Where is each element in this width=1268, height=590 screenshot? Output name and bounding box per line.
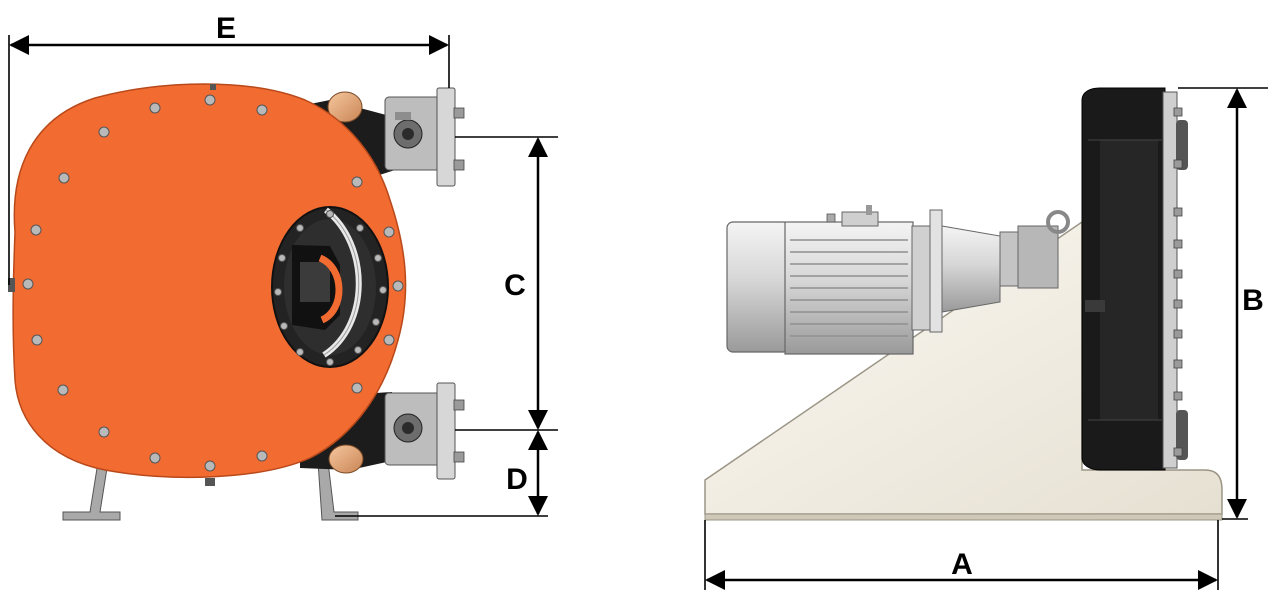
dimension-a-label: A [951, 548, 973, 581]
dimension-b-label: B [1242, 284, 1264, 317]
dimension-b: B [1178, 87, 1268, 520]
dimension-d: D [335, 430, 548, 517]
lifting-eye [1046, 210, 1070, 234]
dimension-e-label: E [216, 12, 236, 45]
dimension-a: A [704, 520, 1219, 590]
pump-feet [62, 461, 359, 521]
side-stub [8, 278, 15, 292]
electric-motor [726, 205, 914, 355]
dimension-e: E [8, 12, 450, 285]
pump-body-side [1081, 87, 1188, 471]
casing-bolts [22, 94, 404, 472]
inspection-window [271, 206, 389, 368]
side-view [704, 87, 1223, 521]
front-view [8, 83, 465, 521]
gearbox [911, 209, 1070, 333]
pump-casing [12, 83, 407, 479]
dimension-d-label: D [506, 463, 528, 496]
dimension-c: C [455, 136, 558, 431]
dimension-c-label: C [504, 269, 526, 302]
